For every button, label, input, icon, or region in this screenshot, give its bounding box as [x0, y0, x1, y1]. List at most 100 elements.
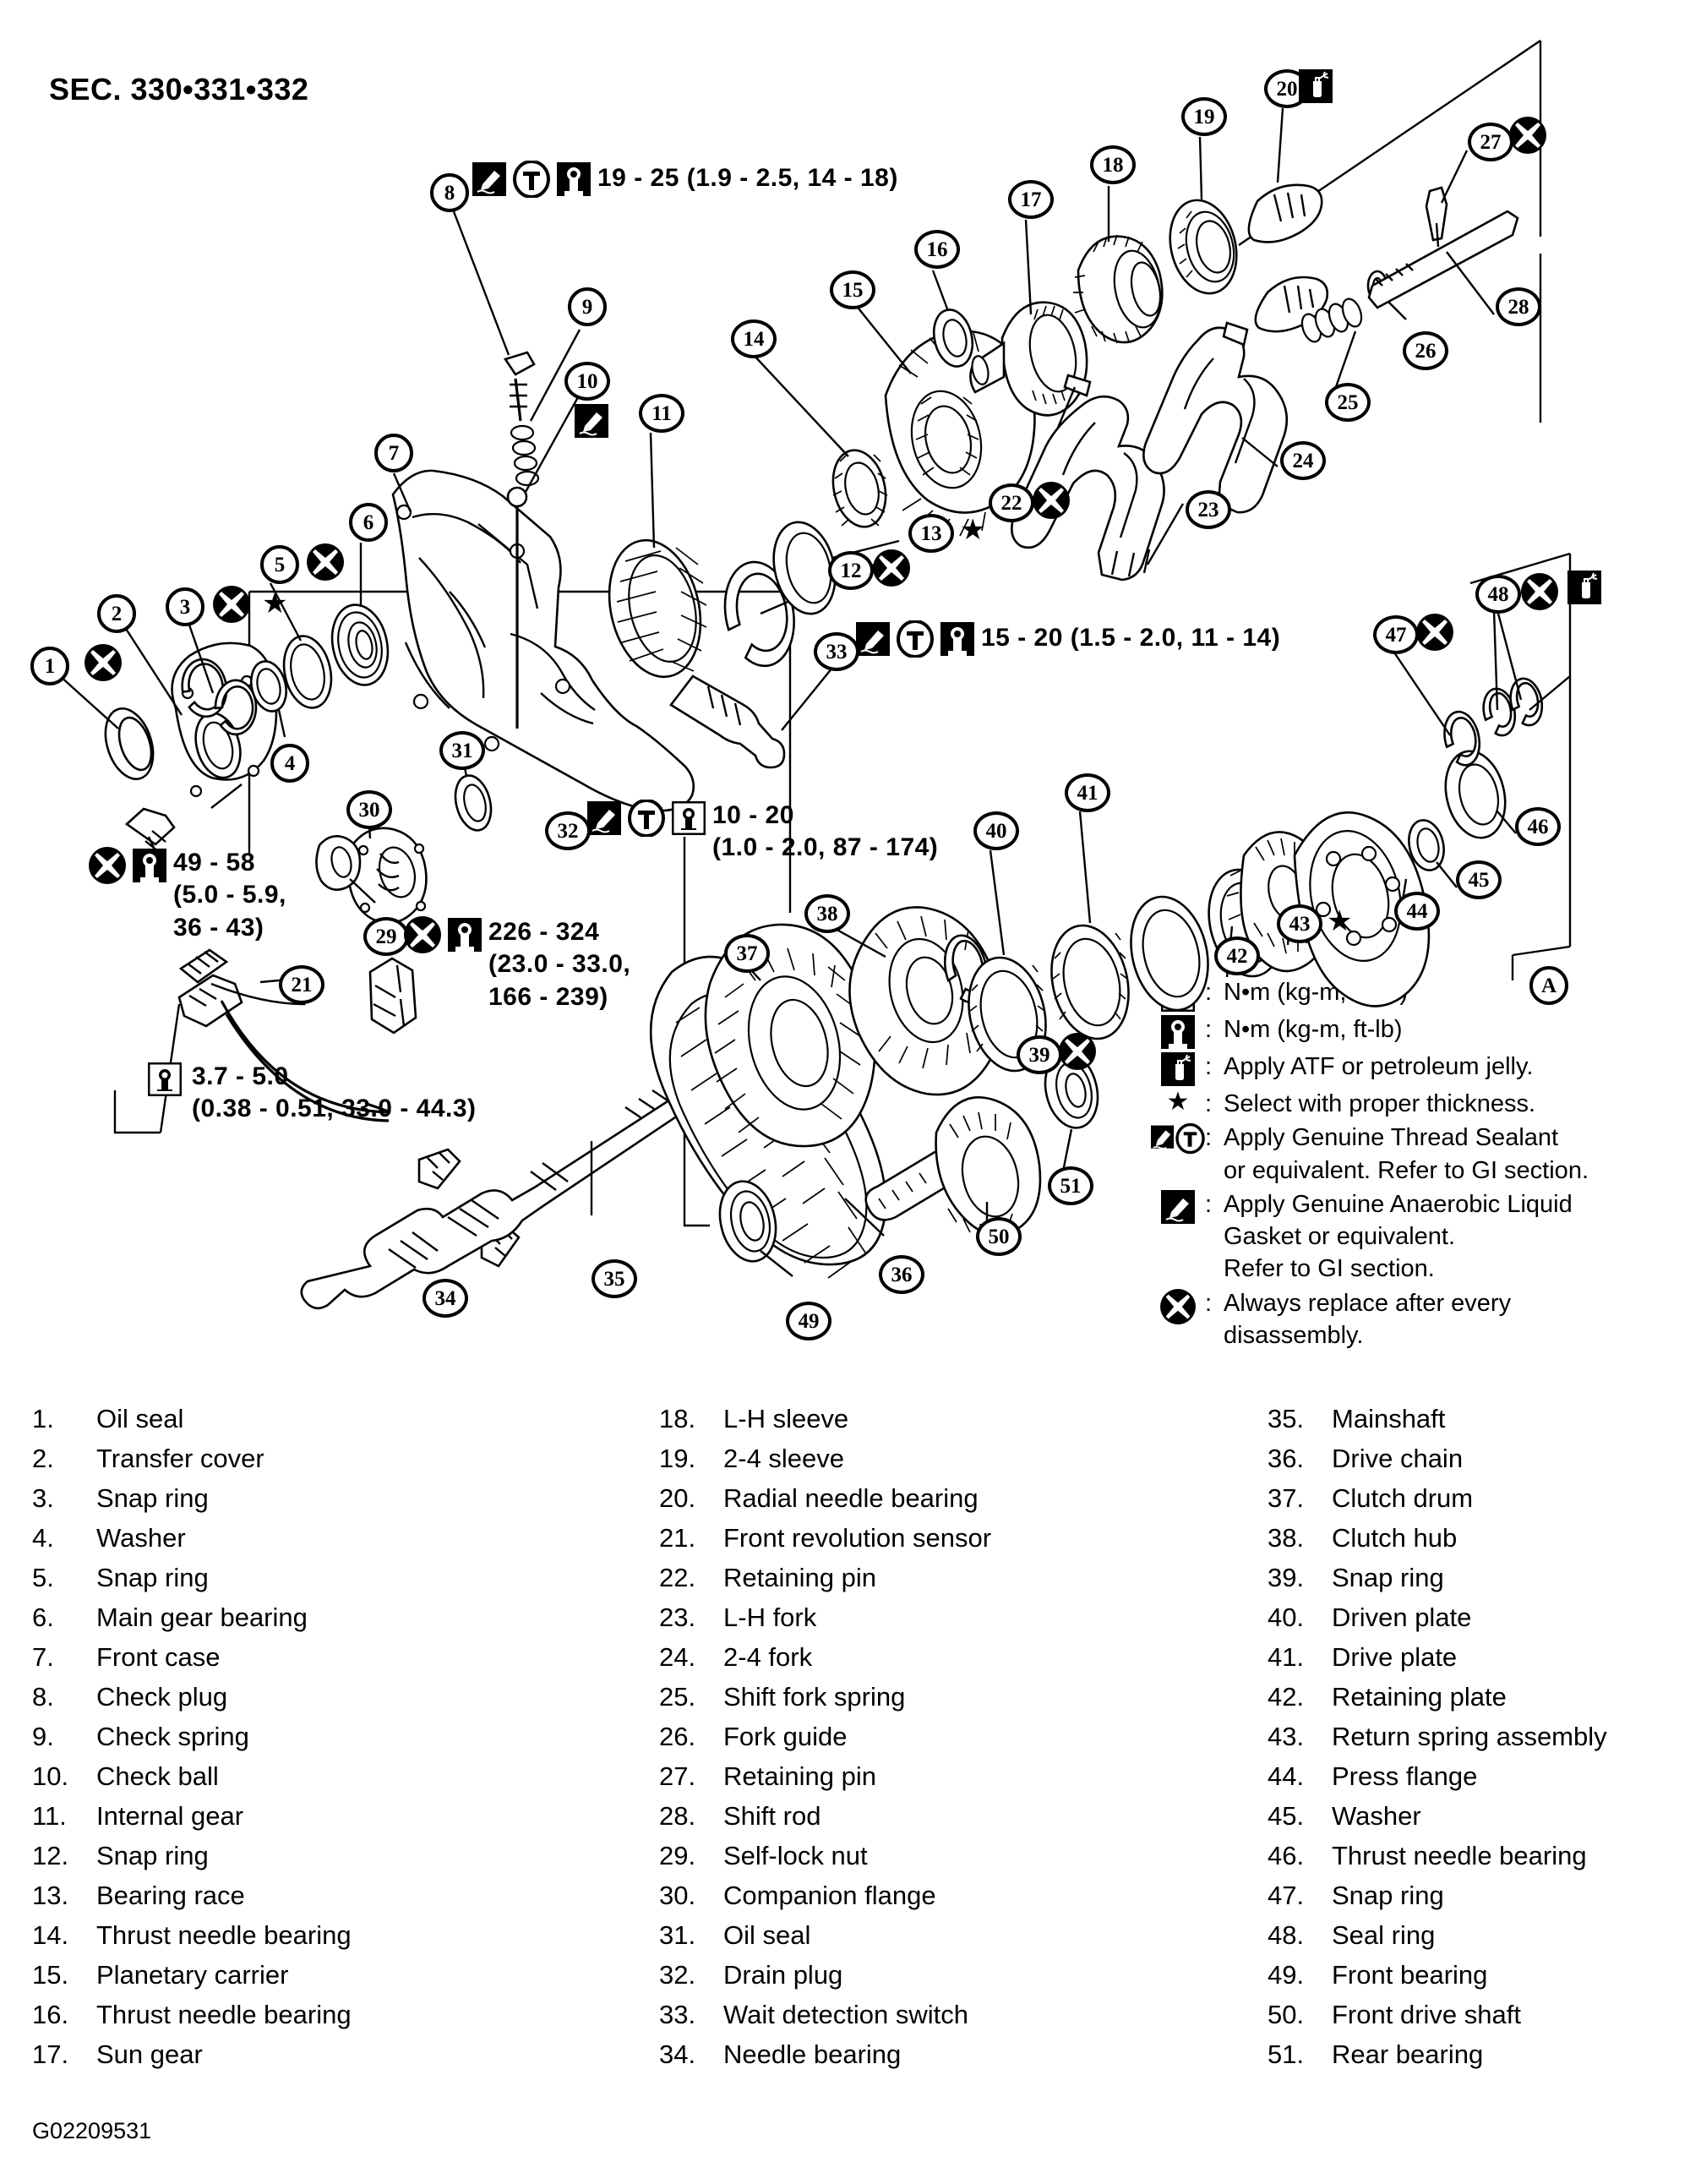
part-number: 37. — [1268, 1483, 1305, 1513]
part-number: 45. — [1268, 1801, 1305, 1831]
torque-value-sensor: 3.7 - 5.0 (0.38 - 0.51, 33.0 - 44.3) — [192, 1062, 477, 1123]
part-list-item: 30.Companion flange — [659, 1876, 1251, 1915]
part-number: 9. — [32, 1722, 54, 1751]
part-number: 49. — [1268, 1960, 1305, 1990]
part-list-item: 50.Front drive shaft — [1268, 1995, 1701, 2034]
legend-text-star: Select with proper thickness. — [1224, 1090, 1536, 1117]
part-number: 13. — [32, 1881, 69, 1910]
part-label: Check spring — [96, 1722, 249, 1751]
part-label: Check ball — [96, 1761, 219, 1791]
replace-x-icon — [89, 847, 126, 884]
legend-colon: : — [1205, 1053, 1213, 1080]
part-number: 22. — [659, 1563, 696, 1592]
part-label: Driven plate — [1332, 1603, 1472, 1632]
torque-value-33: 15 - 20 (1.5 - 2.0, 11 - 14) — [981, 624, 1281, 652]
legend-text-replace: Always replace after every disassembly. — [1224, 1289, 1512, 1349]
part-list-item: 46.Thrust needle bearing — [1268, 1836, 1701, 1876]
part-list-item: 22. Retaining pin — [659, 1558, 1251, 1597]
part-label: Snap ring — [1332, 1563, 1444, 1592]
callout-balloon-41: 41 — [1065, 773, 1110, 812]
part-label: Washer — [96, 1523, 186, 1553]
part-number: 25. — [659, 1682, 696, 1712]
callout-balloon-10: 10 — [564, 362, 610, 401]
part-list-item: 33.Wait detection switch — [659, 1995, 1251, 2034]
star-icon: ★ — [1327, 905, 1353, 937]
part-number: 20. — [659, 1483, 696, 1513]
callout-balloon-21: 21 — [279, 965, 324, 1004]
part-label: Thrust needle bearing — [1332, 1841, 1587, 1870]
part-list-item: 34.Needle bearing — [659, 2034, 1251, 2074]
replace-x-icon — [873, 549, 910, 587]
legend-colon: : — [1205, 979, 1213, 1006]
atf-oiler-icon — [1151, 1051, 1205, 1086]
callout-balloon-23: 23 — [1186, 490, 1231, 529]
part-label: Drive plate — [1332, 1642, 1458, 1672]
part-list-item: 31.Oil seal — [659, 1915, 1251, 1955]
thread-sealant-icon — [1151, 1122, 1205, 1159]
part-number: 23. — [659, 1603, 696, 1632]
legend-colon: : — [1205, 1090, 1213, 1117]
replace-x-icon — [85, 644, 122, 681]
torque-value-29: 226 - 324 (23.0 - 33.0, 166 - 239) — [488, 918, 631, 1011]
legend-colon: : — [1205, 1124, 1213, 1152]
exploded-diagram-drawing — [50, 40, 1572, 1310]
anaerobic-gasket-icon — [587, 801, 621, 835]
legend-text-thread-sealant: Apply Genuine Thread Sealant or equivale… — [1224, 1124, 1589, 1184]
callout-balloon-34: 34 — [423, 1279, 468, 1318]
part-number: 42. — [1268, 1682, 1305, 1712]
part-list-item: 11.Internal gear — [32, 1796, 642, 1836]
part-list-item: 28.Shift rod — [659, 1796, 1251, 1836]
legend-colon: : — [1205, 1190, 1213, 1218]
part-label: Snap ring — [96, 1483, 209, 1513]
part-list-item: 17.Sun gear — [32, 2034, 642, 2074]
callout-balloon-6: 6 — [349, 503, 388, 542]
part-label: Front bearing — [1332, 1960, 1488, 1990]
part-label: Mainshaft — [1332, 1404, 1446, 1433]
part-label: Press flange — [1332, 1761, 1478, 1791]
part-label: Check plug — [96, 1682, 228, 1712]
callout-balloon-47: 47 — [1373, 615, 1419, 654]
part-list-item: 29.Self-lock nut — [659, 1836, 1251, 1876]
part-number: 1. — [32, 1404, 54, 1433]
legend-row-thread-sealant: : Apply Genuine Thread Sealant or equiva… — [1151, 1122, 1692, 1187]
part-number: 39. — [1268, 1563, 1305, 1592]
part-label: Retaining pin — [723, 1563, 876, 1592]
part-list-item: 24.2-4 fork — [659, 1637, 1251, 1677]
part-number: 16. — [32, 2000, 69, 2029]
anaerobic-gasket-icon — [1151, 1188, 1205, 1224]
part-number: 50. — [1268, 2000, 1305, 2029]
part-list-item: 37.Clutch drum — [1268, 1478, 1701, 1518]
callout-balloon-37: 37 — [724, 934, 770, 973]
part-number: 15. — [32, 1960, 69, 1990]
callout-balloon-43: 43 — [1277, 904, 1322, 943]
part-label: Seal ring — [1332, 1920, 1436, 1950]
replace-x-icon — [1509, 117, 1546, 154]
atf-oiler-icon — [1299, 69, 1333, 103]
callout-balloon-29: 29 — [363, 917, 409, 956]
legend-row-replace: : Always replace after every disassembly… — [1151, 1287, 1692, 1352]
callout-balloon-19: 19 — [1181, 97, 1227, 136]
callout-balloon-50: 50 — [976, 1217, 1022, 1256]
part-number: 4. — [32, 1523, 54, 1553]
part-number: 41. — [1268, 1642, 1305, 1672]
wrench-ftlb-icon — [1151, 1013, 1205, 1049]
part-label: Wait detection switch — [723, 2000, 969, 2029]
anaerobic-gasket-icon — [575, 404, 608, 438]
part-list-item: 5.Snap ring — [32, 1558, 642, 1597]
part-number: 35. — [1268, 1404, 1305, 1433]
part-label: Snap ring — [1332, 1881, 1444, 1910]
part-list-item: 27.Retaining pin — [659, 1756, 1251, 1796]
callout-balloon-32: 32 — [545, 811, 591, 850]
legend-colon: : — [1205, 1289, 1213, 1317]
part-list-item: 3.Snap ring — [32, 1478, 642, 1518]
replace-x-icon — [213, 586, 250, 623]
part-label: Companion flange — [723, 1881, 936, 1910]
callout-balloon-18: 18 — [1090, 145, 1136, 184]
part-label: Return spring assembly — [1332, 1722, 1607, 1751]
star-icon: ★ — [262, 587, 288, 620]
part-number: 11. — [32, 1801, 67, 1831]
legend-row-atf: : Apply ATF or petroleum jelly. — [1151, 1051, 1692, 1086]
callout-balloon-27: 27 — [1468, 123, 1513, 161]
callout-balloon-17: 17 — [1008, 180, 1054, 219]
part-list-item: 45.Washer — [1268, 1796, 1701, 1836]
